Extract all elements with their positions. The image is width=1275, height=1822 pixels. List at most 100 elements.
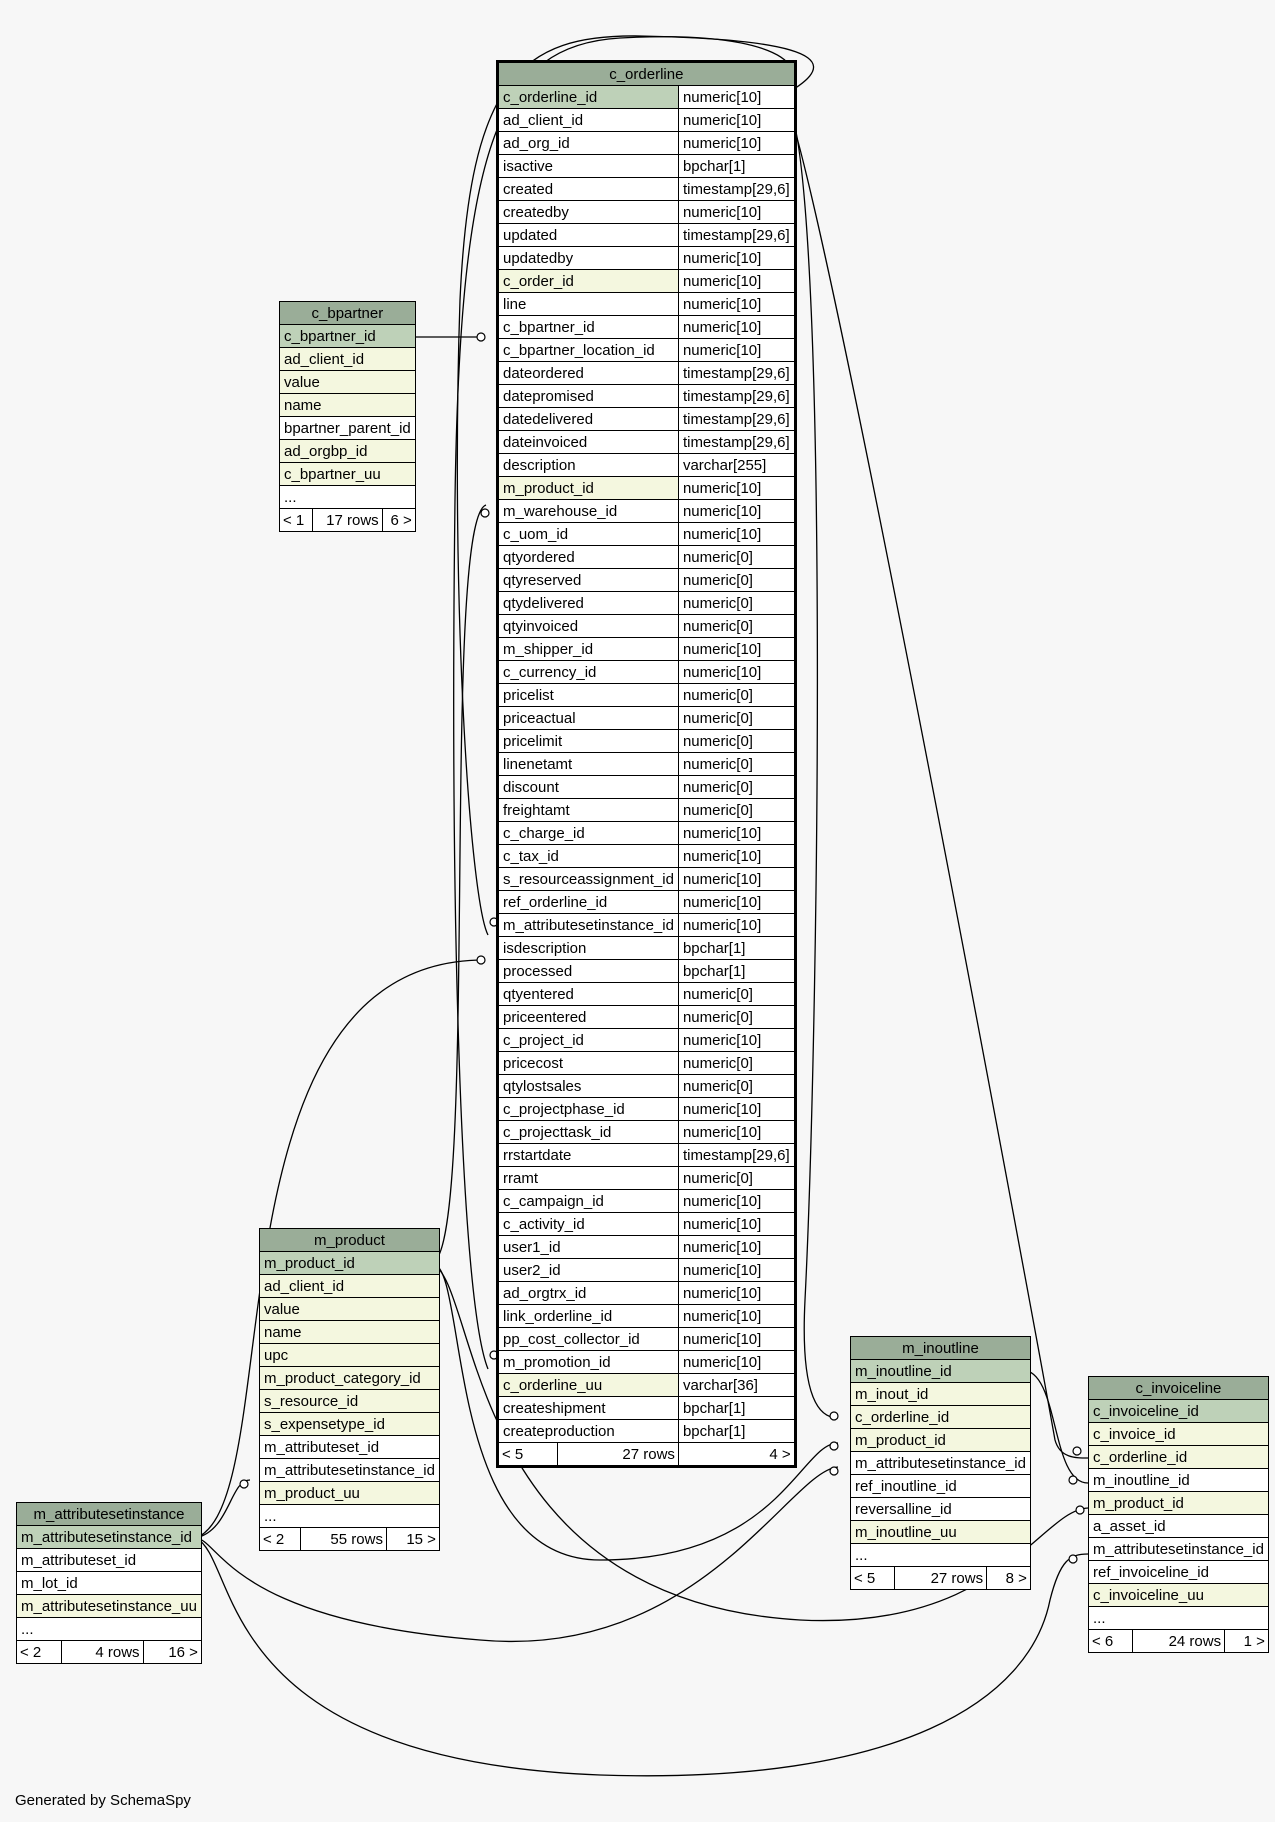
column-name: c_order_id xyxy=(497,269,679,293)
edge-marker xyxy=(1068,1475,1078,1485)
table-title[interactable]: m_inoutline xyxy=(850,1336,1031,1360)
column-name: c_bpartner_id xyxy=(279,324,416,348)
column-type: numeric[0] xyxy=(677,545,796,569)
column-name: c_campaign_id xyxy=(497,1189,679,1213)
column-type: varchar[255] xyxy=(677,453,796,477)
children-link[interactable]: 4 > xyxy=(677,1442,796,1467)
edge-marker xyxy=(1068,1554,1078,1564)
table-c_bpartner[interactable]: c_bpartner c_bpartner_id ad_client_id va… xyxy=(278,301,416,532)
column-name: qtyreserved xyxy=(497,568,679,592)
edge-marker xyxy=(829,1411,839,1421)
column-name: m_attributeset_id xyxy=(259,1435,440,1459)
column-name: rrstartdate xyxy=(497,1143,679,1167)
column-name: ... xyxy=(279,485,416,509)
column-name: linenetamt xyxy=(497,752,679,776)
edge-asi-invoiceline xyxy=(195,1537,1089,1777)
column-name: c_projectphase_id xyxy=(497,1097,679,1121)
column-name: m_attributesetinstance_id xyxy=(1088,1537,1269,1561)
column-type: numeric[10] xyxy=(677,890,796,914)
table-title[interactable]: c_invoiceline xyxy=(1088,1376,1269,1400)
table-m_inoutline[interactable]: m_inoutline m_inoutline_id m_inout_id c_… xyxy=(850,1336,1031,1590)
parents-link[interactable]: < 1 xyxy=(278,508,314,532)
column-name: m_attributesetinstance_id xyxy=(16,1525,202,1549)
column-name: c_invoiceline_uu xyxy=(1088,1583,1269,1607)
children-link[interactable]: 15 > xyxy=(385,1527,440,1551)
column-name: link_orderline_id xyxy=(497,1304,679,1328)
column-name: user1_id xyxy=(497,1235,679,1259)
row-count: 27 rows xyxy=(893,1566,988,1590)
column-name: m_warehouse_id xyxy=(497,499,679,523)
column-type: bpchar[1] xyxy=(677,1396,796,1420)
children-link[interactable]: 16 > xyxy=(142,1640,202,1664)
column-name: c_project_id xyxy=(497,1028,679,1052)
column-name: pp_cost_collector_id xyxy=(497,1327,679,1351)
column-name: qtylostsales xyxy=(497,1074,679,1098)
column-type: numeric[0] xyxy=(677,614,796,638)
column-type: bpchar[1] xyxy=(677,936,796,960)
column-name: upc xyxy=(259,1343,440,1367)
column-name: qtyordered xyxy=(497,545,679,569)
table-title[interactable]: c_bpartner xyxy=(279,301,416,325)
edge-marker xyxy=(239,1479,249,1489)
edge-orderline-self-ref xyxy=(456,35,815,936)
parents-link[interactable]: < 2 xyxy=(259,1527,301,1551)
column-name: ... xyxy=(16,1617,202,1641)
edge-product-orderline xyxy=(430,504,487,1264)
column-name: c_activity_id xyxy=(497,1212,679,1236)
parents-link[interactable]: < 5 xyxy=(497,1442,558,1467)
column-type: timestamp[29,6] xyxy=(677,407,796,431)
column-name: m_inoutline_id xyxy=(850,1359,1031,1383)
column-name: freightamt xyxy=(497,798,679,822)
column-type: numeric[10] xyxy=(677,269,796,293)
column-type: numeric[0] xyxy=(677,752,796,776)
table-m_attributesetinstance[interactable]: m_attributesetinstance m_attributesetins… xyxy=(15,1502,202,1664)
column-name: m_attributesetinstance_id xyxy=(850,1451,1031,1475)
column-name: qtyinvoiced xyxy=(497,614,679,638)
table-title[interactable]: c_orderline xyxy=(497,61,796,86)
edge-marker xyxy=(1072,1446,1082,1456)
parents-link[interactable]: < 6 xyxy=(1088,1629,1133,1653)
children-link[interactable]: 8 > xyxy=(986,1566,1031,1590)
column-name: ref_invoiceline_id xyxy=(1088,1560,1269,1584)
column-name: updated xyxy=(497,223,679,247)
column-type: numeric[0] xyxy=(677,706,796,730)
column-name: c_invoiceline_id xyxy=(1088,1399,1269,1423)
column-type: timestamp[29,6] xyxy=(677,223,796,247)
column-type: numeric[10] xyxy=(677,499,796,523)
column-name: m_product_id xyxy=(497,476,679,500)
row-count: 24 rows xyxy=(1131,1629,1226,1653)
column-type: numeric[10] xyxy=(677,1281,796,1305)
column-type: numeric[10] xyxy=(677,1212,796,1236)
table-c_invoiceline[interactable]: c_invoiceline c_invoiceline_id c_invoice… xyxy=(1088,1376,1269,1653)
children-link[interactable]: 6 > xyxy=(381,508,416,532)
column-name: value xyxy=(259,1297,440,1321)
parents-link[interactable]: < 5 xyxy=(850,1566,895,1590)
edge-marker xyxy=(480,508,490,518)
column-name: value xyxy=(279,370,416,394)
column-type: numeric[0] xyxy=(677,591,796,615)
column-name: dateinvoiced xyxy=(497,430,679,454)
column-name: m_product_id xyxy=(259,1251,440,1275)
column-type: numeric[0] xyxy=(677,1074,796,1098)
column-type: numeric[0] xyxy=(677,683,796,707)
parents-link[interactable]: < 2 xyxy=(15,1640,63,1664)
table-m_product[interactable]: m_product m_product_id ad_client_id valu… xyxy=(259,1228,440,1551)
column-name: m_product_id xyxy=(850,1428,1031,1452)
column-type: numeric[10] xyxy=(677,200,796,224)
column-type: varchar[36] xyxy=(677,1373,796,1397)
column-name: updatedby xyxy=(497,246,679,270)
column-type: numeric[0] xyxy=(677,982,796,1006)
column-name: ad_orgbp_id xyxy=(279,439,416,463)
column-name: pricecost xyxy=(497,1051,679,1075)
column-name: name xyxy=(279,393,416,417)
column-name: reversalline_id xyxy=(850,1497,1031,1521)
column-type: timestamp[29,6] xyxy=(677,384,796,408)
children-link[interactable]: 1 > xyxy=(1224,1629,1269,1653)
column-type: numeric[10] xyxy=(677,1028,796,1052)
row-count: 17 rows xyxy=(312,508,383,532)
column-name: createshipment xyxy=(497,1396,679,1420)
column-type: numeric[10] xyxy=(677,1120,796,1144)
table-title[interactable]: m_attributesetinstance xyxy=(16,1502,202,1526)
table-title[interactable]: m_product xyxy=(259,1228,440,1252)
